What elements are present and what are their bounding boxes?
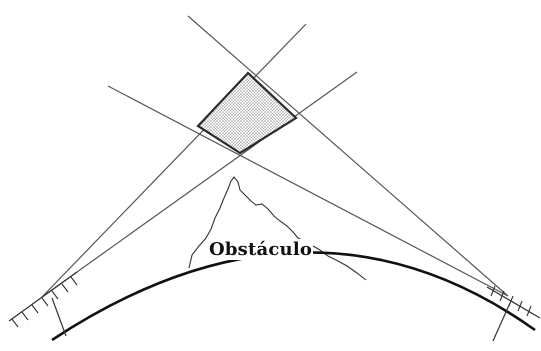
earth-surface (52, 252, 535, 340)
right-ray-lower (108, 86, 508, 296)
left-ray-upper (42, 72, 357, 297)
obstacle-label: Obstáculo (208, 239, 313, 260)
left-station-mast (52, 298, 66, 336)
left-station-antenna (9, 272, 77, 327)
right-station-antenna (487, 286, 540, 318)
